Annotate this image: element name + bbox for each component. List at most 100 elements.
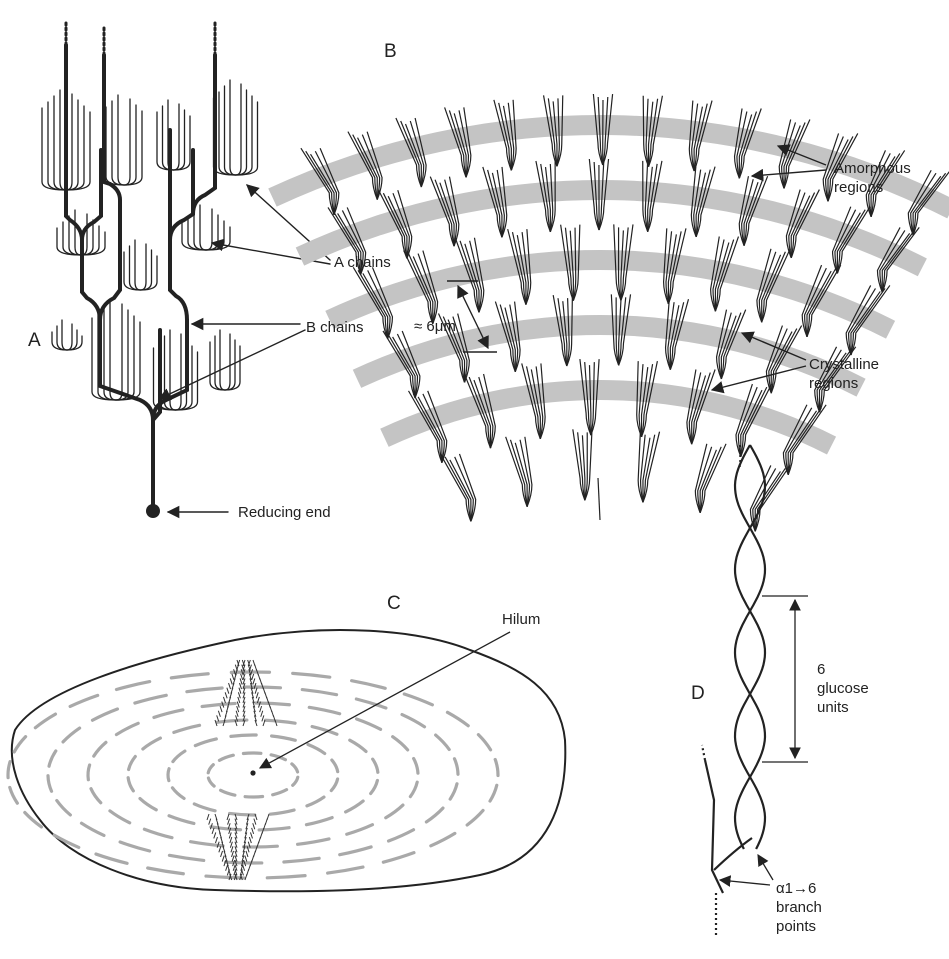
cluster-stroke <box>249 837 251 843</box>
ring-segment <box>70 695 98 706</box>
ring-segment <box>293 777 298 785</box>
ring-segment <box>308 745 325 754</box>
a-chain <box>230 80 241 175</box>
ring-segment <box>206 876 244 878</box>
a-chain <box>194 211 218 250</box>
cluster-stroke <box>250 832 252 838</box>
cluster-stroke <box>207 814 209 820</box>
ring-segment <box>357 719 381 729</box>
cluster-stroke <box>240 683 242 689</box>
panel-a-amylopectin <box>42 20 330 518</box>
cluster-stroke <box>228 819 230 825</box>
ring-segment <box>350 740 366 751</box>
cluster-stroke <box>237 702 239 708</box>
cluster-chain <box>598 478 600 520</box>
label-amorphous-regions: Amorphous regions <box>834 159 911 197</box>
ring-segment <box>478 735 490 750</box>
ring-segment <box>256 703 290 705</box>
cluster-stroke <box>232 856 234 862</box>
cluster-chain <box>755 465 790 531</box>
cluster-stroke <box>263 720 265 726</box>
ring-segment <box>169 816 194 824</box>
ring-segment <box>340 847 371 855</box>
cluster-stroke <box>229 832 231 838</box>
cluster-stroke <box>261 711 263 717</box>
cluster-stroke <box>227 814 229 820</box>
cluster-stroke <box>253 678 255 684</box>
cluster-stroke <box>245 856 247 862</box>
cluster-stroke <box>243 865 245 871</box>
ring-segment <box>436 735 450 749</box>
ring-segment <box>120 842 150 851</box>
cluster-stroke <box>241 674 243 680</box>
cluster-stroke <box>238 692 240 698</box>
chain-dotted-tips <box>66 20 215 55</box>
arrow-icon <box>720 880 770 885</box>
panel-c-granule <box>8 630 565 891</box>
cluster-stroke <box>254 819 256 825</box>
cluster-stroke <box>267 814 269 820</box>
arrow-icon <box>260 632 510 768</box>
ring-segment <box>230 813 255 815</box>
ring-segment <box>431 833 455 845</box>
ring-segment <box>404 694 432 705</box>
ring-segment <box>154 710 183 718</box>
ring-segment <box>168 769 169 781</box>
ring-segment <box>14 737 25 752</box>
branch-chain <box>705 760 723 893</box>
ring-segment <box>393 737 408 750</box>
ring-segment <box>49 751 56 766</box>
cluster-stroke <box>231 846 233 852</box>
cluster-stroke <box>215 837 217 843</box>
ring-segment <box>10 787 18 803</box>
panel-letter-d: D <box>691 683 705 705</box>
ring-segment <box>94 742 106 756</box>
ring-segment <box>356 699 386 708</box>
branch-link <box>714 838 752 870</box>
panel-d-double-helix <box>702 445 808 935</box>
a-chain <box>57 326 77 350</box>
label-scale: ≈ 6μm <box>414 317 456 336</box>
cluster-stroke <box>209 819 211 825</box>
label-branch-points: α1→6 branch points <box>776 879 822 936</box>
label-b-chains: B chains <box>306 318 364 337</box>
label-glucose-units: 6 glucose units <box>817 660 869 717</box>
ring-segment <box>202 703 235 706</box>
ring-segment <box>48 776 52 791</box>
ring-segment <box>389 830 414 841</box>
ring-segment <box>169 855 203 860</box>
a-chain <box>62 320 72 350</box>
cluster-stroke <box>225 692 227 698</box>
cluster-stroke <box>240 678 242 684</box>
cluster-stroke <box>237 706 239 712</box>
hilum-dot-icon <box>250 770 255 775</box>
a-chain <box>220 330 230 390</box>
cluster-stroke <box>217 715 219 721</box>
ring-segment <box>173 751 185 762</box>
a-chain <box>110 300 122 400</box>
ring-segment <box>88 765 90 780</box>
cluster-stroke <box>222 856 224 862</box>
ring-segment <box>298 839 329 844</box>
cluster-stroke <box>232 674 234 680</box>
cluster-chain <box>440 454 471 522</box>
ring-segment <box>293 673 330 677</box>
cluster-stroke <box>260 706 262 712</box>
ring-segment <box>116 682 149 690</box>
cluster-stroke <box>227 688 229 694</box>
ring-segment <box>35 714 55 728</box>
cluster-stroke <box>221 851 223 857</box>
ring-segment <box>309 707 339 713</box>
cluster-stroke <box>230 678 232 684</box>
ring-segment <box>244 846 278 847</box>
cluster-stroke <box>239 688 241 694</box>
label-a-chains: A chains <box>334 253 391 272</box>
ring-segment <box>450 784 457 799</box>
ring-segment <box>371 780 378 793</box>
ring-segment <box>495 759 498 775</box>
cluster-stroke <box>218 711 220 717</box>
ring-segment <box>386 805 403 818</box>
cluster-stroke <box>214 832 216 838</box>
